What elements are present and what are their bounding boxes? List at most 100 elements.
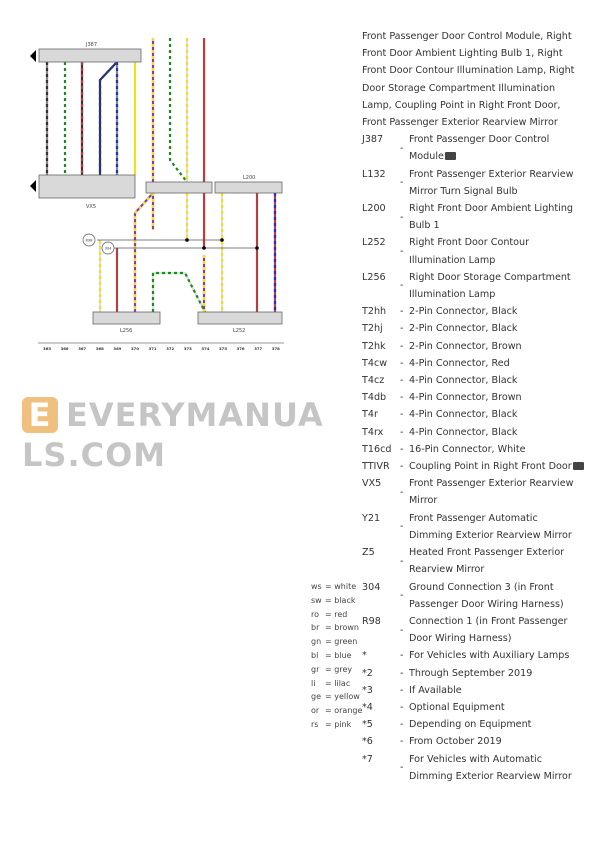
component-code: 304	[362, 581, 381, 593]
description-text: 4-Pin Connector, Brown	[409, 392, 522, 404]
color-name: brown	[334, 623, 359, 633]
component-description: From October 2019	[409, 733, 584, 750]
description-text: For Vehicles with Automatic Dimming Exte…	[409, 753, 572, 782]
component-description: 2-Pin Connector, Black	[409, 303, 584, 320]
component-code: *6	[362, 736, 373, 748]
list-item: T2hk-2-Pin Connector, Brown	[362, 338, 584, 355]
splice-dot	[185, 238, 189, 242]
description-text: From October 2019	[409, 736, 502, 748]
list-item: *-For Vehicles with Auxiliary Lamps	[362, 647, 584, 664]
list-item: TTIVR-Coupling Point in Right Front Door	[362, 458, 584, 475]
component-code: T2hh	[362, 306, 387, 318]
l252-box	[197, 311, 283, 325]
description-text: Right Front Door Ambient Lighting Bulb 1	[409, 203, 573, 232]
component-code: Y21	[362, 512, 381, 524]
list-item: R98-Connection 1 (in Front Passenger Doo…	[362, 613, 584, 647]
component-code: L132	[362, 168, 386, 180]
component-description: 4-Pin Connector, Black	[409, 424, 584, 441]
list-item: Y21-Front Passenger Automatic Dimming Ex…	[362, 510, 584, 544]
arrow-icon	[30, 50, 36, 62]
title-line: Front Passenger Door Control Module, Rig…	[362, 31, 572, 42]
component-description: If Available	[409, 682, 584, 699]
title-line: Door Storage Compartment Illumination	[362, 82, 556, 94]
list-item: T4r-4-Pin Connector, Black	[362, 406, 584, 423]
separator: -	[400, 280, 404, 292]
component-description: Heated Front Passenger Exterior Rearview…	[409, 544, 584, 578]
column-number: 372	[166, 346, 174, 351]
legend-item: ws= white	[311, 580, 362, 594]
watermark-logo: E	[22, 397, 58, 433]
description-text: Connection 1 (in Front Passenger Door Wi…	[409, 615, 568, 645]
component-description: Front Passenger Exterior Rearview Mirror…	[409, 166, 584, 200]
l200-label: L200	[243, 175, 255, 181]
separator: -	[400, 684, 404, 696]
list-item: T4cw-4-Pin Connector, Red	[362, 355, 584, 372]
component-description: Through September 2019	[409, 665, 584, 682]
component-code: *3	[362, 684, 373, 696]
column-number: 373	[184, 346, 192, 351]
legend-item: ge= yellow	[311, 690, 362, 704]
description-text: 4-Pin Connector, Black	[409, 426, 518, 438]
description-text: Front Passenger Exterior Rearview Mirror	[409, 478, 574, 507]
color-name: grey	[334, 664, 353, 674]
color-abbr: rs	[311, 719, 319, 729]
watermark-text: EVERYMANUALS.COM	[22, 396, 324, 474]
list-item: T2hh-2-Pin Connector, Black	[362, 303, 584, 320]
color-name: black	[334, 595, 356, 605]
splice-dot	[220, 238, 224, 242]
separator: -	[400, 177, 404, 189]
legend-item: or= orange	[311, 704, 362, 718]
list-item: *2-Through September 2019	[362, 665, 584, 682]
column-number: 369	[113, 346, 121, 351]
l256-label: L256	[120, 328, 132, 334]
component-code: T4db	[362, 392, 387, 404]
color-abbr: gn	[311, 637, 322, 647]
column-number: 371	[149, 346, 157, 351]
title-line: Front Passenger Exterior Rearview Mirror	[362, 117, 558, 129]
separator: -	[400, 590, 404, 602]
component-description: Right Front Door Contour Illumination La…	[409, 234, 584, 268]
component-description: Coupling Point in Right Front Door	[409, 458, 584, 475]
description-text: Front Passenger Door Control Module	[409, 134, 550, 163]
separator: -	[400, 375, 404, 387]
wire	[98, 61, 118, 175]
component-description: Front Passenger Door Control Module	[409, 131, 584, 165]
description-text: 4-Pin Connector, Red	[409, 357, 510, 369]
legend-item: sw= black	[311, 594, 362, 608]
description-text: Depending on Equipment	[409, 719, 532, 731]
title-line: Lamp, Coupling Point in Right Front Door…	[362, 99, 561, 111]
component-description: 16-Pin Connector, White	[409, 441, 584, 458]
description-text: 16-Pin Connector, White	[409, 443, 526, 455]
list-item: L252-Right Front Door Contour Illuminati…	[362, 234, 584, 268]
list-item: J387-Front Passenger Door Control Module	[362, 131, 584, 165]
component-description: 4-Pin Connector, Red	[409, 355, 584, 372]
wire	[151, 271, 206, 313]
separator: -	[400, 211, 404, 223]
vx5-label: VX5	[86, 204, 96, 210]
description-text: Right Door Storage Compartment Illuminat…	[409, 271, 571, 301]
component-description: 4-Pin Connector, Black	[409, 372, 584, 389]
list-item: T2hj-2-Pin Connector, Black	[362, 320, 584, 337]
description-text: Optional Equipment	[409, 701, 505, 713]
j387-label: J387	[85, 42, 97, 48]
color-abbr: li	[311, 678, 316, 688]
l256-box	[92, 311, 161, 325]
legend-item: gn= green	[311, 635, 362, 649]
component-code: T16cd	[362, 443, 392, 455]
g304-symbol	[101, 241, 115, 255]
component-list: Front Passenger Door Control Module, Rig…	[362, 28, 584, 785]
wire	[151, 271, 206, 313]
wires	[45, 38, 277, 313]
description-text: Front Passenger Automatic Dimming Exteri…	[409, 512, 572, 541]
title-line: Front Door Ambient Lighting Bulb 1, Righ…	[362, 48, 563, 60]
color-abbr: gr	[311, 664, 320, 674]
component-description: For Vehicles with Auxiliary Lamps	[409, 647, 584, 664]
separator: -	[400, 555, 404, 567]
legend-item: rs= pink	[311, 718, 362, 732]
r98-label: R98	[86, 239, 93, 243]
component-description: Front Passenger Exterior Rearview Mirror	[409, 475, 584, 509]
separator: -	[400, 392, 404, 404]
j387-box	[38, 48, 142, 63]
column-number: 367	[78, 346, 86, 351]
wire	[133, 192, 154, 312]
